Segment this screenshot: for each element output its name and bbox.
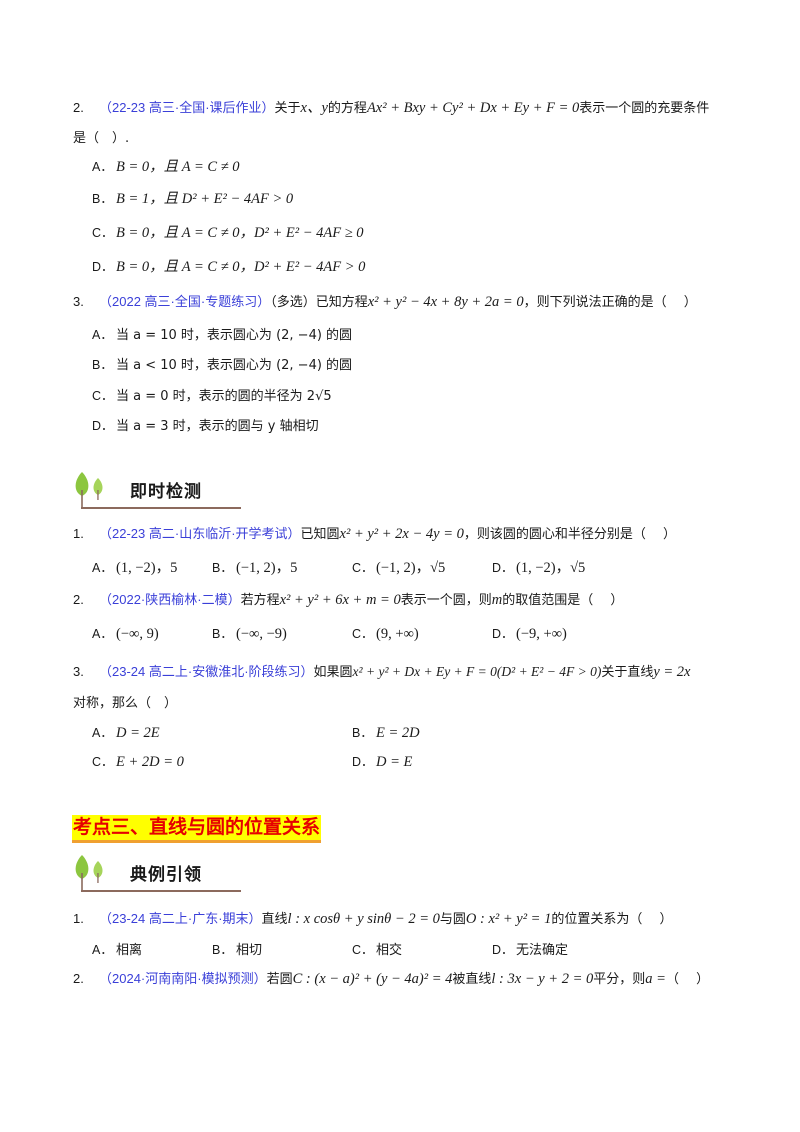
option-d: D．D = E: [352, 754, 413, 770]
question-stem-line2: 对称，那么（ ）: [73, 696, 178, 711]
question-stem-line2: 是（ ）.: [73, 131, 130, 146]
question-stem: 3.（2022 高三·全国·专题练习）（多选）已知方程x² + y² − 4x …: [73, 294, 697, 310]
twin-trees-icon: [75, 855, 103, 890]
option-d: D．(1, −2)，√5: [492, 560, 586, 576]
equation: x² + y² − 4x + 8y + 2a = 0: [367, 294, 524, 310]
option-d: D．当 a = 3 时，表示的圆与 y 轴相切: [92, 419, 319, 434]
option-c: C．相交: [352, 943, 403, 958]
option-a: A．当 a = 10 时，表示圆心为 (2, −4) 的圆: [92, 328, 353, 343]
question-stem: 2.（2024·河南南阳·模拟预测）若圆C : (x − a)² + (y − …: [73, 971, 710, 987]
equation: x² + y² + 2x − 4y = 0: [339, 526, 464, 542]
option-b: B．(−∞, −9): [212, 626, 287, 642]
question-stem: 1.（22-23 高二·山东临沂·开学考试）已知圆x² + y² + 2x − …: [73, 526, 677, 542]
equation: x² + y² + Dx + Ey + F = 0(D² + E² − 4F >…: [352, 664, 602, 679]
option-b: B．E = 2D: [352, 725, 420, 741]
question-stem: 2.（2022·陕西榆林·二模）若方程x² + y² + 6x + m = 0表…: [73, 592, 624, 608]
equation: x² + y² + 6x + m = 0: [279, 592, 401, 608]
question-source: （23-24 高二上·广东·期末）: [99, 911, 262, 926]
equation: C : (x − a)² + (y − 4a)² = 4: [292, 971, 453, 987]
question-source: （22-23 高二·山东临沂·开学考试）: [99, 526, 301, 541]
question-source: （22-23 高三·全国·课后作业）: [99, 100, 275, 115]
option-b: B．当 a < 10 时，表示圆心为 (2, −4) 的圆: [92, 358, 353, 373]
option-c: C．(−1, 2)，√5: [352, 560, 446, 576]
topic-banner: 考点三、直线与圆的位置关系: [72, 815, 322, 843]
section-heading-label: 典例引领: [130, 865, 202, 885]
question-source: （2024·河南南阳·模拟预测）: [99, 971, 267, 986]
question-stem: 2.（22-23 高三·全国·课后作业）关于x、y的方程Ax² + Bxy + …: [73, 100, 710, 116]
equation: l : x cosθ + y sinθ − 2 = 0: [287, 911, 440, 927]
question-source: （2022·陕西榆林·二模）: [99, 592, 241, 607]
question-source: （2022 高三·全国·专题练习）: [99, 294, 271, 309]
section-heading-label: 即时检测: [130, 482, 202, 502]
option-c: C．(9, +∞): [352, 626, 419, 642]
option-c: C．B = 0，且 A = C ≠ 0，D² + E² − 4AF ≥ 0: [92, 225, 364, 241]
option-a: A．B = 0，且 A = C ≠ 0: [92, 159, 240, 175]
option-a: A．(−∞, 9): [92, 626, 159, 642]
option-b: B．相切: [212, 943, 263, 958]
section-heading-examples: 典例引领: [72, 853, 354, 892]
question-number: 2.: [73, 100, 84, 115]
question-stem: 1.（23-24 高二上·广东·期末）直线l : x cosθ + y sinθ…: [73, 911, 673, 927]
section-heading-instant-check: 即时检测: [72, 470, 354, 509]
twin-trees-icon: [75, 472, 103, 507]
equation: Ax² + Bxy + Cy² + Dx + Ey + F = 0: [366, 100, 580, 116]
question-source: （23-24 高二上·安徽淮北·阶段练习）: [99, 664, 314, 679]
option-a: A．(1, −2)，5: [92, 560, 178, 576]
heading-underline: [81, 507, 241, 509]
heading-underline: [81, 890, 241, 892]
option-d: D．无法确定: [492, 943, 569, 958]
option-b: B．B = 1，且 D² + E² − 4AF > 0: [92, 191, 294, 207]
question-stem: 3.（23-24 高二上·安徽淮北·阶段练习）如果圆x² + y² + Dx +…: [73, 664, 691, 680]
option-a: A．相离: [92, 943, 143, 958]
option-b: B．(−1, 2)，5: [212, 560, 298, 576]
option-d: D．(−9, +∞): [492, 626, 567, 642]
option-c: C．E + 2D = 0: [92, 754, 184, 770]
option-c: C．当 a = 0 时，表示的圆的半径为 2√5: [92, 389, 332, 404]
option-d: D．B = 0，且 A = C ≠ 0，D² + E² − 4AF > 0: [92, 259, 366, 275]
option-a: A．D = 2E: [92, 725, 160, 741]
